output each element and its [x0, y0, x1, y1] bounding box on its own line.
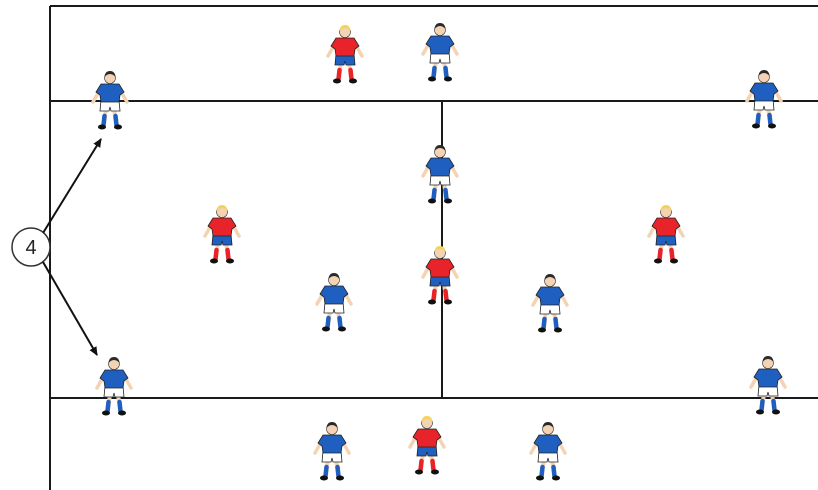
player-blue-icon	[533, 274, 567, 333]
player-upper-right-blue	[747, 70, 781, 129]
player-bottom-left-blue	[315, 422, 349, 481]
player-lower-left-blue	[97, 357, 131, 416]
player-blue-icon	[423, 23, 457, 82]
player-mid-left-red	[205, 205, 239, 264]
player-bottom-right-blue	[531, 422, 565, 481]
callout-label: 4	[25, 237, 36, 259]
player-blue-icon	[751, 356, 785, 415]
player-red-icon	[649, 205, 683, 264]
callout-arrow-upper	[43, 139, 101, 233]
player-red-icon	[410, 416, 444, 475]
player-inner-left-blue	[317, 273, 351, 332]
player-inner-right-blue	[533, 274, 567, 333]
callout-arrow-lower	[43, 262, 97, 355]
player-bottom-red	[410, 416, 444, 475]
player-blue-icon	[315, 422, 349, 481]
player-center-upper-blue	[423, 145, 457, 204]
player-blue-icon	[317, 273, 351, 332]
player-red-icon	[205, 205, 239, 264]
player-red-icon	[328, 25, 362, 84]
callout-group: 4	[12, 139, 101, 355]
player-center-red	[423, 246, 457, 305]
player-blue-icon	[531, 422, 565, 481]
players-layer	[93, 23, 785, 481]
player-top-red	[328, 25, 362, 84]
player-blue-icon	[97, 357, 131, 416]
player-mid-right-red	[649, 205, 683, 264]
player-red-icon	[423, 246, 457, 305]
player-blue-icon	[423, 145, 457, 204]
player-lower-right-blue	[751, 356, 785, 415]
player-blue-icon	[747, 70, 781, 129]
player-top-blue	[423, 23, 457, 82]
